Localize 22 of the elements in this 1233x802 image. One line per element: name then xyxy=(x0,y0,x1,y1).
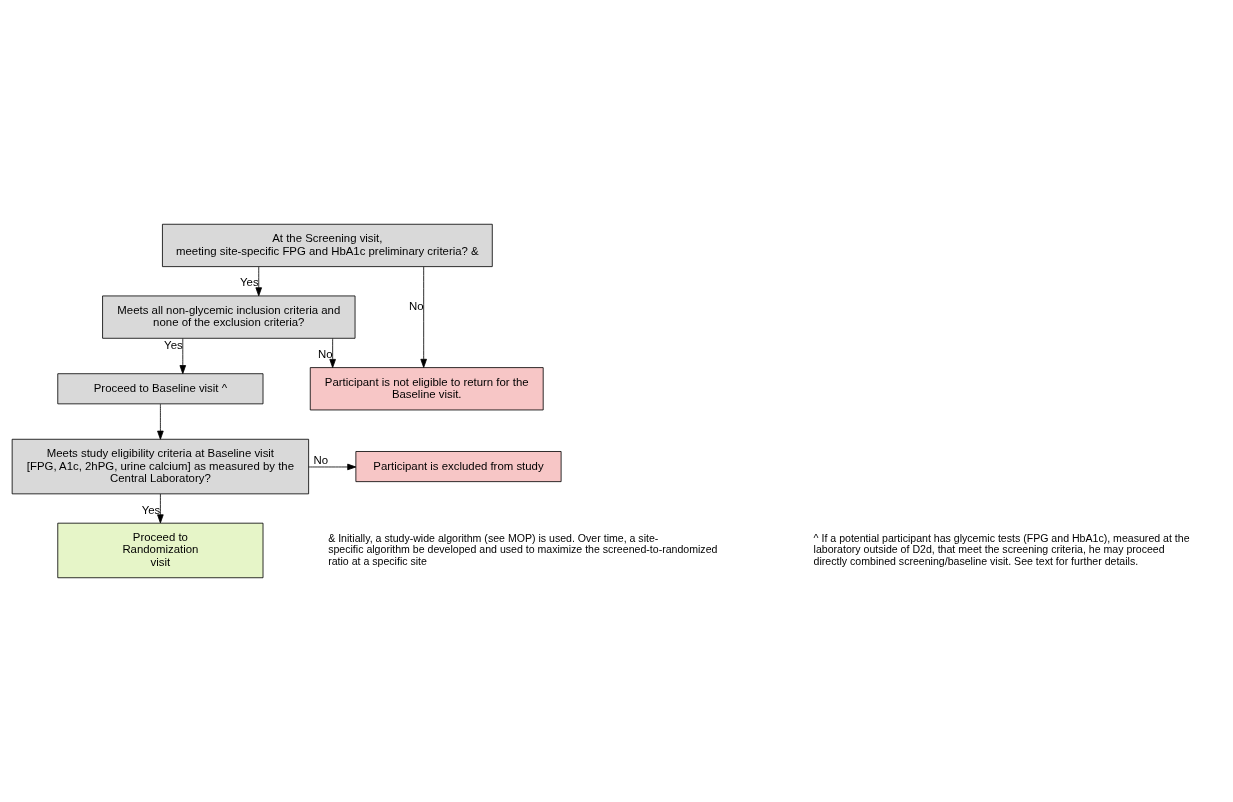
arrow xyxy=(308,463,357,471)
arrow xyxy=(329,338,336,368)
node-box: Meets all non-glycemic inclusion criteria and none of the exclusion criteria? xyxy=(102,295,356,339)
node-box: Meets study eligibility criteria at Baseline visit [FPG, A1c, 2hPG, urine calcium] as measured by the Central Laboratory? xyxy=(11,438,310,495)
node-box: Participant is not eligible to return for the Baseline visit. xyxy=(309,367,544,411)
arrow xyxy=(420,266,427,368)
edge-label: Yes xyxy=(164,338,183,351)
arrow xyxy=(255,266,262,297)
node-box: At the Screening visit, meeting site-specific FPG and HbA1c preliminary criteria? & xyxy=(162,223,493,267)
arrow xyxy=(157,493,164,524)
node-box: Proceed to Baseline visit ^ xyxy=(57,373,264,405)
arrow xyxy=(179,338,187,375)
edge-label: No xyxy=(409,299,424,312)
label: & Initially, a study-wide algorithm (see MOP) is used. Over time, a site-specific algorithm be developed and used to maximize the screened-to-randomized ratio at a specific site xyxy=(328,531,718,567)
edge-label: Yes xyxy=(240,276,259,289)
label: ^ If a potential participant has glycemic tests (FPG and HbA1c), measured at the laboratory outside of D2d, that meet the screening criteria, he may proceed directly combined screening/baseline visit. See text for further details. xyxy=(813,531,1190,567)
node-box: Participant is excluded from study xyxy=(355,451,562,483)
edge-label: Yes xyxy=(141,503,161,516)
arrow xyxy=(157,403,164,440)
node-box: Proceed to Randomization visit xyxy=(57,522,264,579)
edge-label: No xyxy=(318,348,333,361)
edge-label: No xyxy=(313,453,329,466)
